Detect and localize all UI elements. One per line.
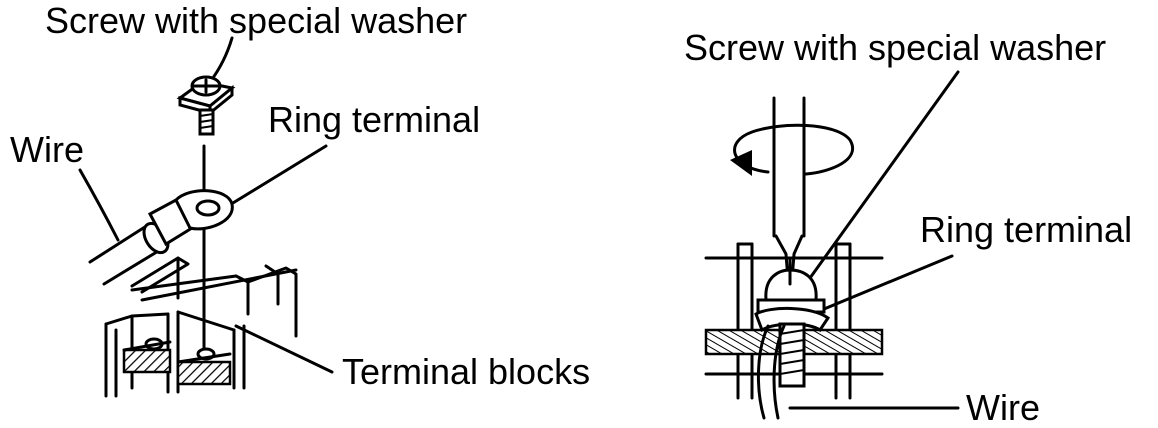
right-label-screw: Screw with special washer [684,27,1106,68]
leader-ring-right [810,254,954,316]
screw-head-right [756,256,826,314]
rotation-arrow-icon [730,123,854,176]
leader-ring-left [226,144,328,208]
right-label-ring-terminal: Ring terminal [920,209,1132,250]
wire-right [756,324,786,420]
left-panel: Screw with special washer Ring terminal … [10,0,590,398]
ring-terminal-left [147,189,234,247]
left-label-terminal-blocks: Terminal blocks [342,351,590,392]
left-label-ring-terminal: Ring terminal [268,99,480,140]
screw-thread-right [778,322,806,388]
left-label-wire: Wire [10,129,84,170]
right-panel: Screw with special washer Ring terminal … [684,27,1132,428]
leader-screw-left [208,36,234,84]
leader-blocks-left [234,324,334,374]
ring-terminal-right [754,306,831,333]
leader-wire-left [78,168,120,242]
terminal-block-left [104,256,298,398]
right-label-wire: Wire [966,387,1040,428]
left-label-screw: Screw with special washer [45,0,467,41]
screw-with-washer-left [176,75,236,136]
screwdriver-right [772,96,806,282]
